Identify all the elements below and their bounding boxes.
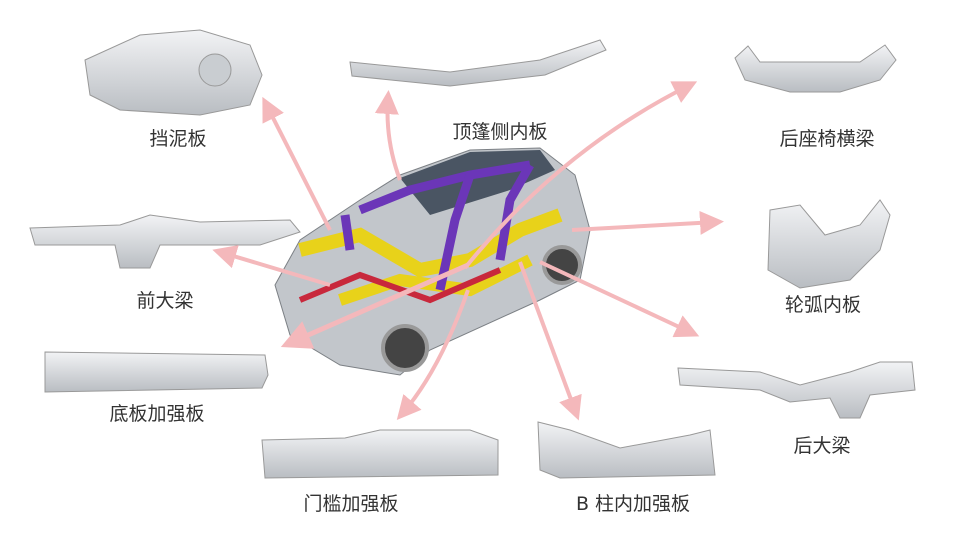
label-rear-rail: 后大梁	[793, 435, 851, 457]
label-roof-side-inner: 顶篷侧内板	[452, 121, 548, 143]
rear-seat-crossmember-part-image	[734, 44, 897, 93]
arrow-to-rear-rail	[539, 260, 700, 338]
front-rail-part-image	[29, 214, 301, 269]
wheel-arch-inner-part-image	[767, 199, 891, 289]
label-wheel-arch-inner: 轮弧内板	[784, 294, 862, 316]
label-b-pillar-inner-reinforcement: B 柱内加强板	[575, 493, 691, 515]
arrow-to-floor-reinforcement	[280, 262, 470, 349]
label-rear-seat-crossmember: 后座椅横梁	[779, 128, 875, 150]
car-body-frame-image	[274, 147, 591, 376]
fender-part-image	[84, 29, 263, 116]
arrow-to-b-pillar-inner-reinforcement	[518, 261, 582, 421]
floor-reinforcement-part-image	[44, 351, 269, 393]
arrow-to-sill-reinforcement	[396, 289, 470, 421]
label-fender: 挡泥板	[149, 128, 207, 150]
label-front-rail: 前大梁	[136, 290, 194, 312]
label-sill-reinforcement: 门槛加强板	[303, 493, 399, 515]
roof-side-inner-part-image	[349, 39, 607, 87]
arrow-to-wheel-arch-inner	[571, 210, 724, 235]
arrow-to-front-rail	[212, 245, 331, 287]
arrow-to-roof-side-inner	[374, 90, 402, 181]
arrow-to-rear-seat-crossmember	[463, 81, 698, 270]
label-floor-reinforcement: 底板加强板	[109, 403, 205, 425]
rear-rail-part-image	[677, 361, 916, 419]
b-pillar-inner-reinforcement-part-image	[537, 421, 716, 479]
arrow-to-fender	[262, 96, 332, 231]
sill-reinforcement-part-image	[261, 429, 499, 479]
